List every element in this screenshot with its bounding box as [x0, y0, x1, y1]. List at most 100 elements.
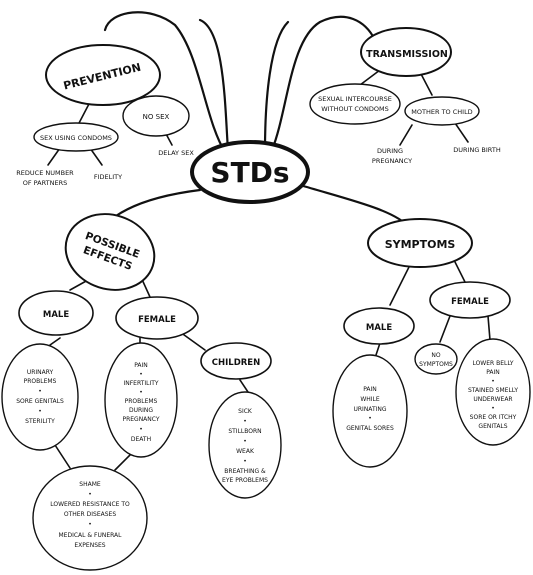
node-symptoms-female[interactable] — [429, 281, 511, 319]
pregnancy-label-2: PREGNANCY — [372, 157, 412, 165]
link-mother-pregnancy — [399, 124, 413, 146]
shared-item: EXPENSES — [74, 542, 105, 549]
male-item: STERILITY — [25, 418, 55, 425]
pregnancy-label-1: DURING — [377, 147, 403, 155]
no-symptoms-2: SYMPTOMS — [419, 361, 453, 368]
female-item: DEATH — [131, 436, 151, 443]
sfemale-item: • — [491, 405, 495, 412]
node-effects[interactable] — [56, 203, 164, 301]
male-item: URINARY — [27, 369, 54, 376]
children-item: STILLBORN — [228, 428, 261, 435]
link-male-shared — [54, 444, 71, 469]
link-stds-transmission — [270, 15, 377, 152]
mother-label: MOTHER TO CHILD — [411, 108, 472, 116]
fidelity-label: FIDELITY — [94, 173, 122, 181]
link-prevention-condoms — [77, 101, 91, 126]
shared-item: MEDICAL & FUNERAL — [59, 532, 123, 539]
children-item: • — [243, 438, 247, 445]
children-item: BREATHING & — [224, 468, 266, 475]
link-children-items — [239, 379, 249, 393]
effects-male-label: MALE — [43, 310, 69, 320]
node-symptoms-male[interactable] — [343, 307, 415, 345]
children-item: SICK — [238, 408, 253, 415]
node-effects-male[interactable] — [18, 290, 94, 336]
reduce-label-2: OF PARTNERS — [23, 179, 68, 187]
effects-female-label: FEMALE — [138, 315, 176, 325]
node-condoms[interactable] — [33, 122, 119, 152]
node-intercourse[interactable] — [309, 83, 401, 125]
symptoms-title: SYMPTOMS — [385, 238, 456, 251]
link-transmission-mother — [419, 71, 433, 96]
smale-item: WHILE — [360, 396, 380, 403]
transmission-title: TRANSMISSION — [366, 49, 448, 60]
link-symptoms-male — [389, 264, 411, 306]
sfemale-item: GENITALS — [478, 423, 507, 430]
node-children-items — [208, 391, 282, 499]
node-sfemale-items — [455, 338, 531, 446]
link-female-children — [179, 331, 206, 351]
children-item: • — [243, 418, 247, 425]
birth-label: DURING BIRTH — [453, 146, 501, 154]
node-symptoms[interactable] — [367, 218, 473, 268]
sfemale-item: STAINED SMELLY — [468, 387, 518, 394]
node-transmission[interactable] — [360, 27, 452, 77]
stds-title: STDs — [210, 156, 289, 189]
symptoms-female-label: FEMALE — [451, 297, 489, 307]
female-item: • — [139, 371, 143, 378]
node-nosex[interactable] — [122, 95, 190, 137]
node-smale-items — [332, 354, 408, 468]
intercourse-label-2: WITHOUT CONDOMS — [321, 105, 389, 113]
intercourse-label-1: SEXUAL INTERCOURSE — [318, 95, 392, 103]
male-item: SORE GENITALS — [16, 398, 64, 405]
male-item: • — [38, 408, 42, 415]
node-male-items — [1, 343, 79, 451]
children-item: WEAK — [236, 448, 255, 455]
smale-item: PAIN — [363, 386, 377, 393]
female-item: DURING — [129, 407, 153, 414]
link-stds-prevention — [103, 11, 227, 154]
female-item: PROBLEMS — [125, 398, 158, 405]
symptoms-male-label: MALE — [366, 323, 392, 333]
node-shared-items — [32, 465, 148, 571]
female-item: PAIN — [134, 362, 148, 369]
node-female-items — [104, 342, 178, 458]
node-mother[interactable] — [404, 96, 480, 126]
shared-item: OTHER DISEASES — [64, 511, 116, 518]
node-no-symptoms — [414, 343, 458, 375]
node-stds[interactable] — [190, 140, 310, 204]
children-item: EYE PROBLEMS — [222, 477, 268, 484]
male-item: • — [38, 388, 42, 395]
link-transmission-intercourse — [359, 69, 381, 86]
link-condoms-fidelity — [89, 147, 103, 166]
shared-item: • — [88, 521, 92, 528]
female-item: PREGNANCY — [122, 416, 159, 423]
smale-item: URINATING — [353, 406, 386, 413]
sfemale-item: SORE OR ITCHY — [470, 414, 517, 421]
sfemale-item: UNDERWEAR — [473, 396, 512, 403]
node-effects-female[interactable] — [115, 296, 199, 340]
female-item: • — [139, 426, 143, 433]
children-label: CHILDREN — [212, 358, 260, 368]
male-item: PROBLEMS — [24, 378, 57, 385]
shared-item: LOWERED RESISTANCE TO — [50, 501, 130, 508]
link-stds-prevention-2 — [198, 18, 230, 152]
sfemale-item: PAIN — [486, 369, 500, 376]
node-children[interactable] — [200, 342, 272, 380]
no-symptoms-1: NO — [431, 352, 440, 359]
condoms-label: SEX USING CONDOMS — [40, 134, 112, 142]
female-item: INFERTILITY — [123, 380, 158, 387]
reduce-label-1: REDUCE NUMBER — [16, 169, 74, 177]
delay-label: DELAY SEX — [158, 149, 194, 157]
children-item: • — [243, 458, 247, 465]
female-item: • — [139, 389, 143, 396]
shared-item: SHAME — [79, 481, 101, 488]
link-symptoms-female — [454, 261, 466, 283]
nosex-label: NO SEX — [143, 113, 170, 121]
node-prevention[interactable] — [45, 44, 161, 106]
sfemale-item: LOWER BELLY — [472, 360, 513, 367]
link-stds-transmission-2 — [263, 20, 290, 152]
link-female-shared — [114, 454, 131, 471]
link-male-items — [49, 337, 61, 346]
sfemale-item: • — [491, 378, 495, 385]
